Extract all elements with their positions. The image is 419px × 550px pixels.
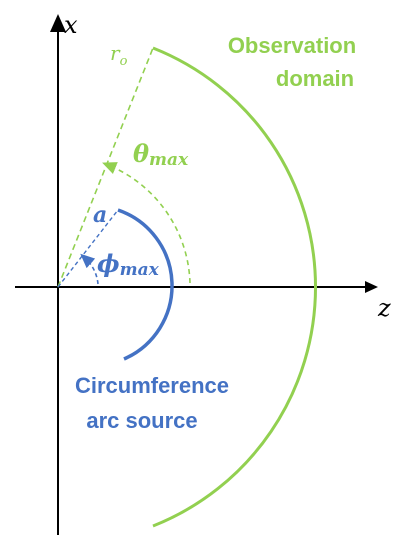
a-label: a xyxy=(93,202,107,228)
radius-r-o-line xyxy=(57,47,154,288)
z-axis-label: z xyxy=(377,294,391,322)
phi-max-label: ϕmax xyxy=(97,249,160,280)
observation-domain-label-line2: domain xyxy=(276,66,354,91)
x-axis-label: x xyxy=(64,11,78,39)
r-o-label: ro xyxy=(110,41,128,69)
theta-max-label: θmax xyxy=(133,139,189,170)
theta-max-arc xyxy=(102,162,191,284)
source-label-line2: arc source xyxy=(86,408,197,433)
radius-a-line xyxy=(57,209,119,288)
source-arc xyxy=(117,208,174,361)
phi-max-arc xyxy=(80,253,99,285)
source-label-line1: Circumference xyxy=(75,373,229,398)
observation-domain-label-line1: Observation xyxy=(228,33,356,58)
observation-domain-arc xyxy=(152,46,318,528)
z-axis-arrowhead xyxy=(365,281,378,293)
